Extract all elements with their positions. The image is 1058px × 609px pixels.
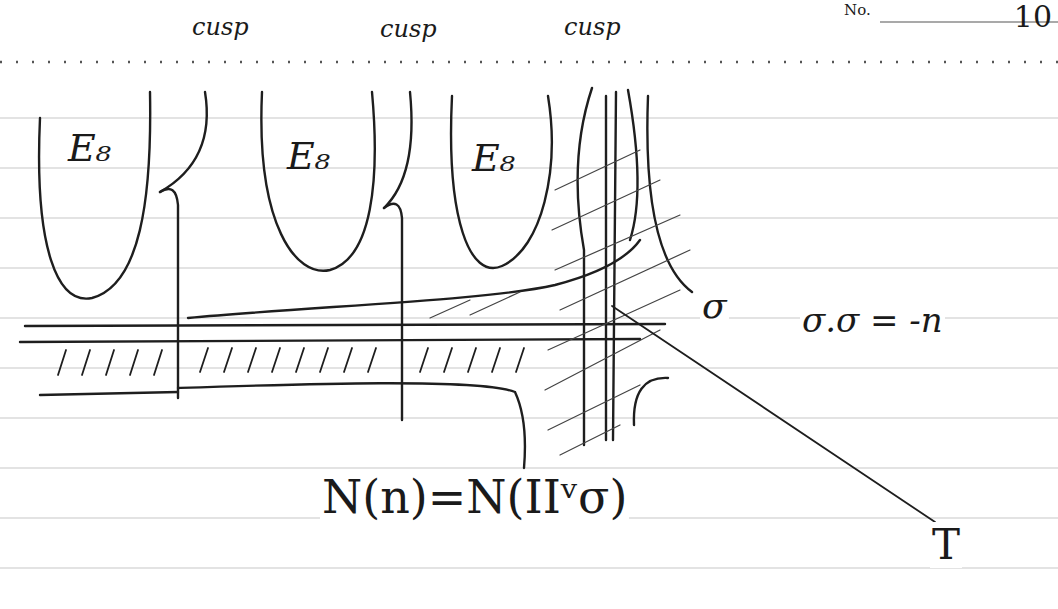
page-number-label: No. — [842, 2, 873, 19]
fibre-type: E₈ — [285, 136, 332, 178]
fibre-type: E₈ — [66, 128, 113, 170]
self-intersection: σ.σ = -n — [800, 302, 945, 339]
curve-name: T — [930, 522, 962, 568]
curves — [20, 88, 935, 522]
fibre-label: cusp — [378, 16, 439, 42]
ruled-lines — [0, 22, 1058, 568]
fibre-type: E₈ — [470, 138, 517, 180]
fibre-label: cusp — [190, 14, 251, 40]
lattice-formula: N(n)=N(IIᵛσ) — [320, 472, 629, 523]
fibre-label: cusp — [562, 14, 623, 40]
section-name: σ — [700, 286, 729, 326]
page-number: 10 — [1012, 0, 1054, 33]
